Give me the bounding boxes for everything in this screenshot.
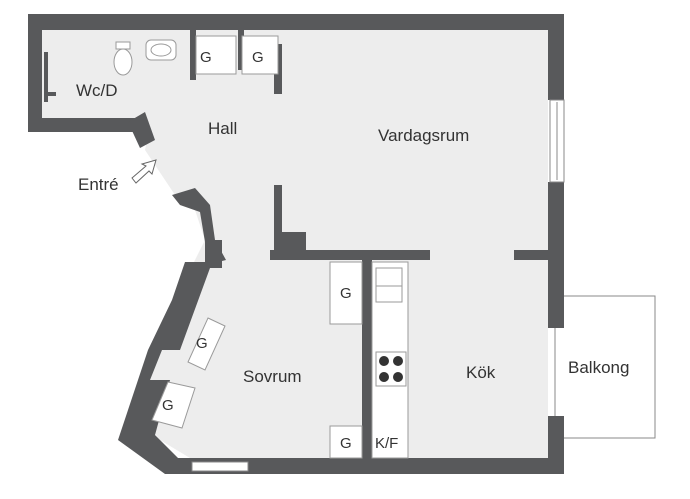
walls <box>28 14 564 474</box>
closets <box>151 35 363 459</box>
room-label-wc: Wc/D <box>76 81 118 100</box>
wall-closet-top-a <box>190 30 196 80</box>
closet-4 <box>187 317 226 371</box>
window-bedroom <box>191 461 249 472</box>
counter-sink <box>375 267 403 303</box>
wall-wc-bottom <box>28 118 138 132</box>
closet-3 <box>329 261 363 325</box>
closet-label-4: G <box>196 335 208 352</box>
room-label-entre: Entré <box>78 175 119 194</box>
wall-top-left <box>28 14 340 30</box>
balcony-outline <box>554 295 656 439</box>
wall-living-bottom-c <box>514 250 554 260</box>
wall-right-mid <box>548 182 564 328</box>
wall-living-bottom-b <box>270 250 430 260</box>
closet-6 <box>329 425 363 459</box>
room-label-balkong: Balkong <box>568 358 629 377</box>
arrow-icon <box>131 159 157 184</box>
wall-living-left <box>274 185 282 235</box>
sink-icon <box>145 39 177 61</box>
shower-tap <box>46 92 56 96</box>
fridge-label: K/F <box>375 435 398 452</box>
room-label-vardagsrum: Vardagsrum <box>378 126 469 145</box>
room-label-hall: Hall <box>208 119 237 138</box>
wall-entry-upper <box>128 112 155 148</box>
closet-label-2: G <box>252 49 264 66</box>
wall-right <box>548 14 564 100</box>
closet-label-1: G <box>200 49 212 66</box>
wall-bed-kitchen <box>362 258 372 458</box>
room-label-sovrum: Sovrum <box>243 367 302 386</box>
wall-bottom <box>190 458 564 474</box>
closet-1 <box>195 35 237 75</box>
closet-label-5: G <box>162 397 174 414</box>
wall-closet-top-b <box>238 30 244 70</box>
wall-living-bottom-a <box>274 232 306 252</box>
wall-top-right <box>340 14 564 30</box>
stove-icon <box>375 351 407 387</box>
wall-bedroom-left <box>118 240 222 474</box>
closet-label-3: G <box>340 285 352 302</box>
wall-wc-inner <box>44 52 48 102</box>
wall-left <box>28 14 42 132</box>
closet-label-6: G <box>340 435 352 452</box>
toilet-icon <box>113 41 133 76</box>
closet-5 <box>151 381 196 429</box>
closet-2 <box>241 35 279 75</box>
room-label-kok: Kök <box>466 363 496 382</box>
